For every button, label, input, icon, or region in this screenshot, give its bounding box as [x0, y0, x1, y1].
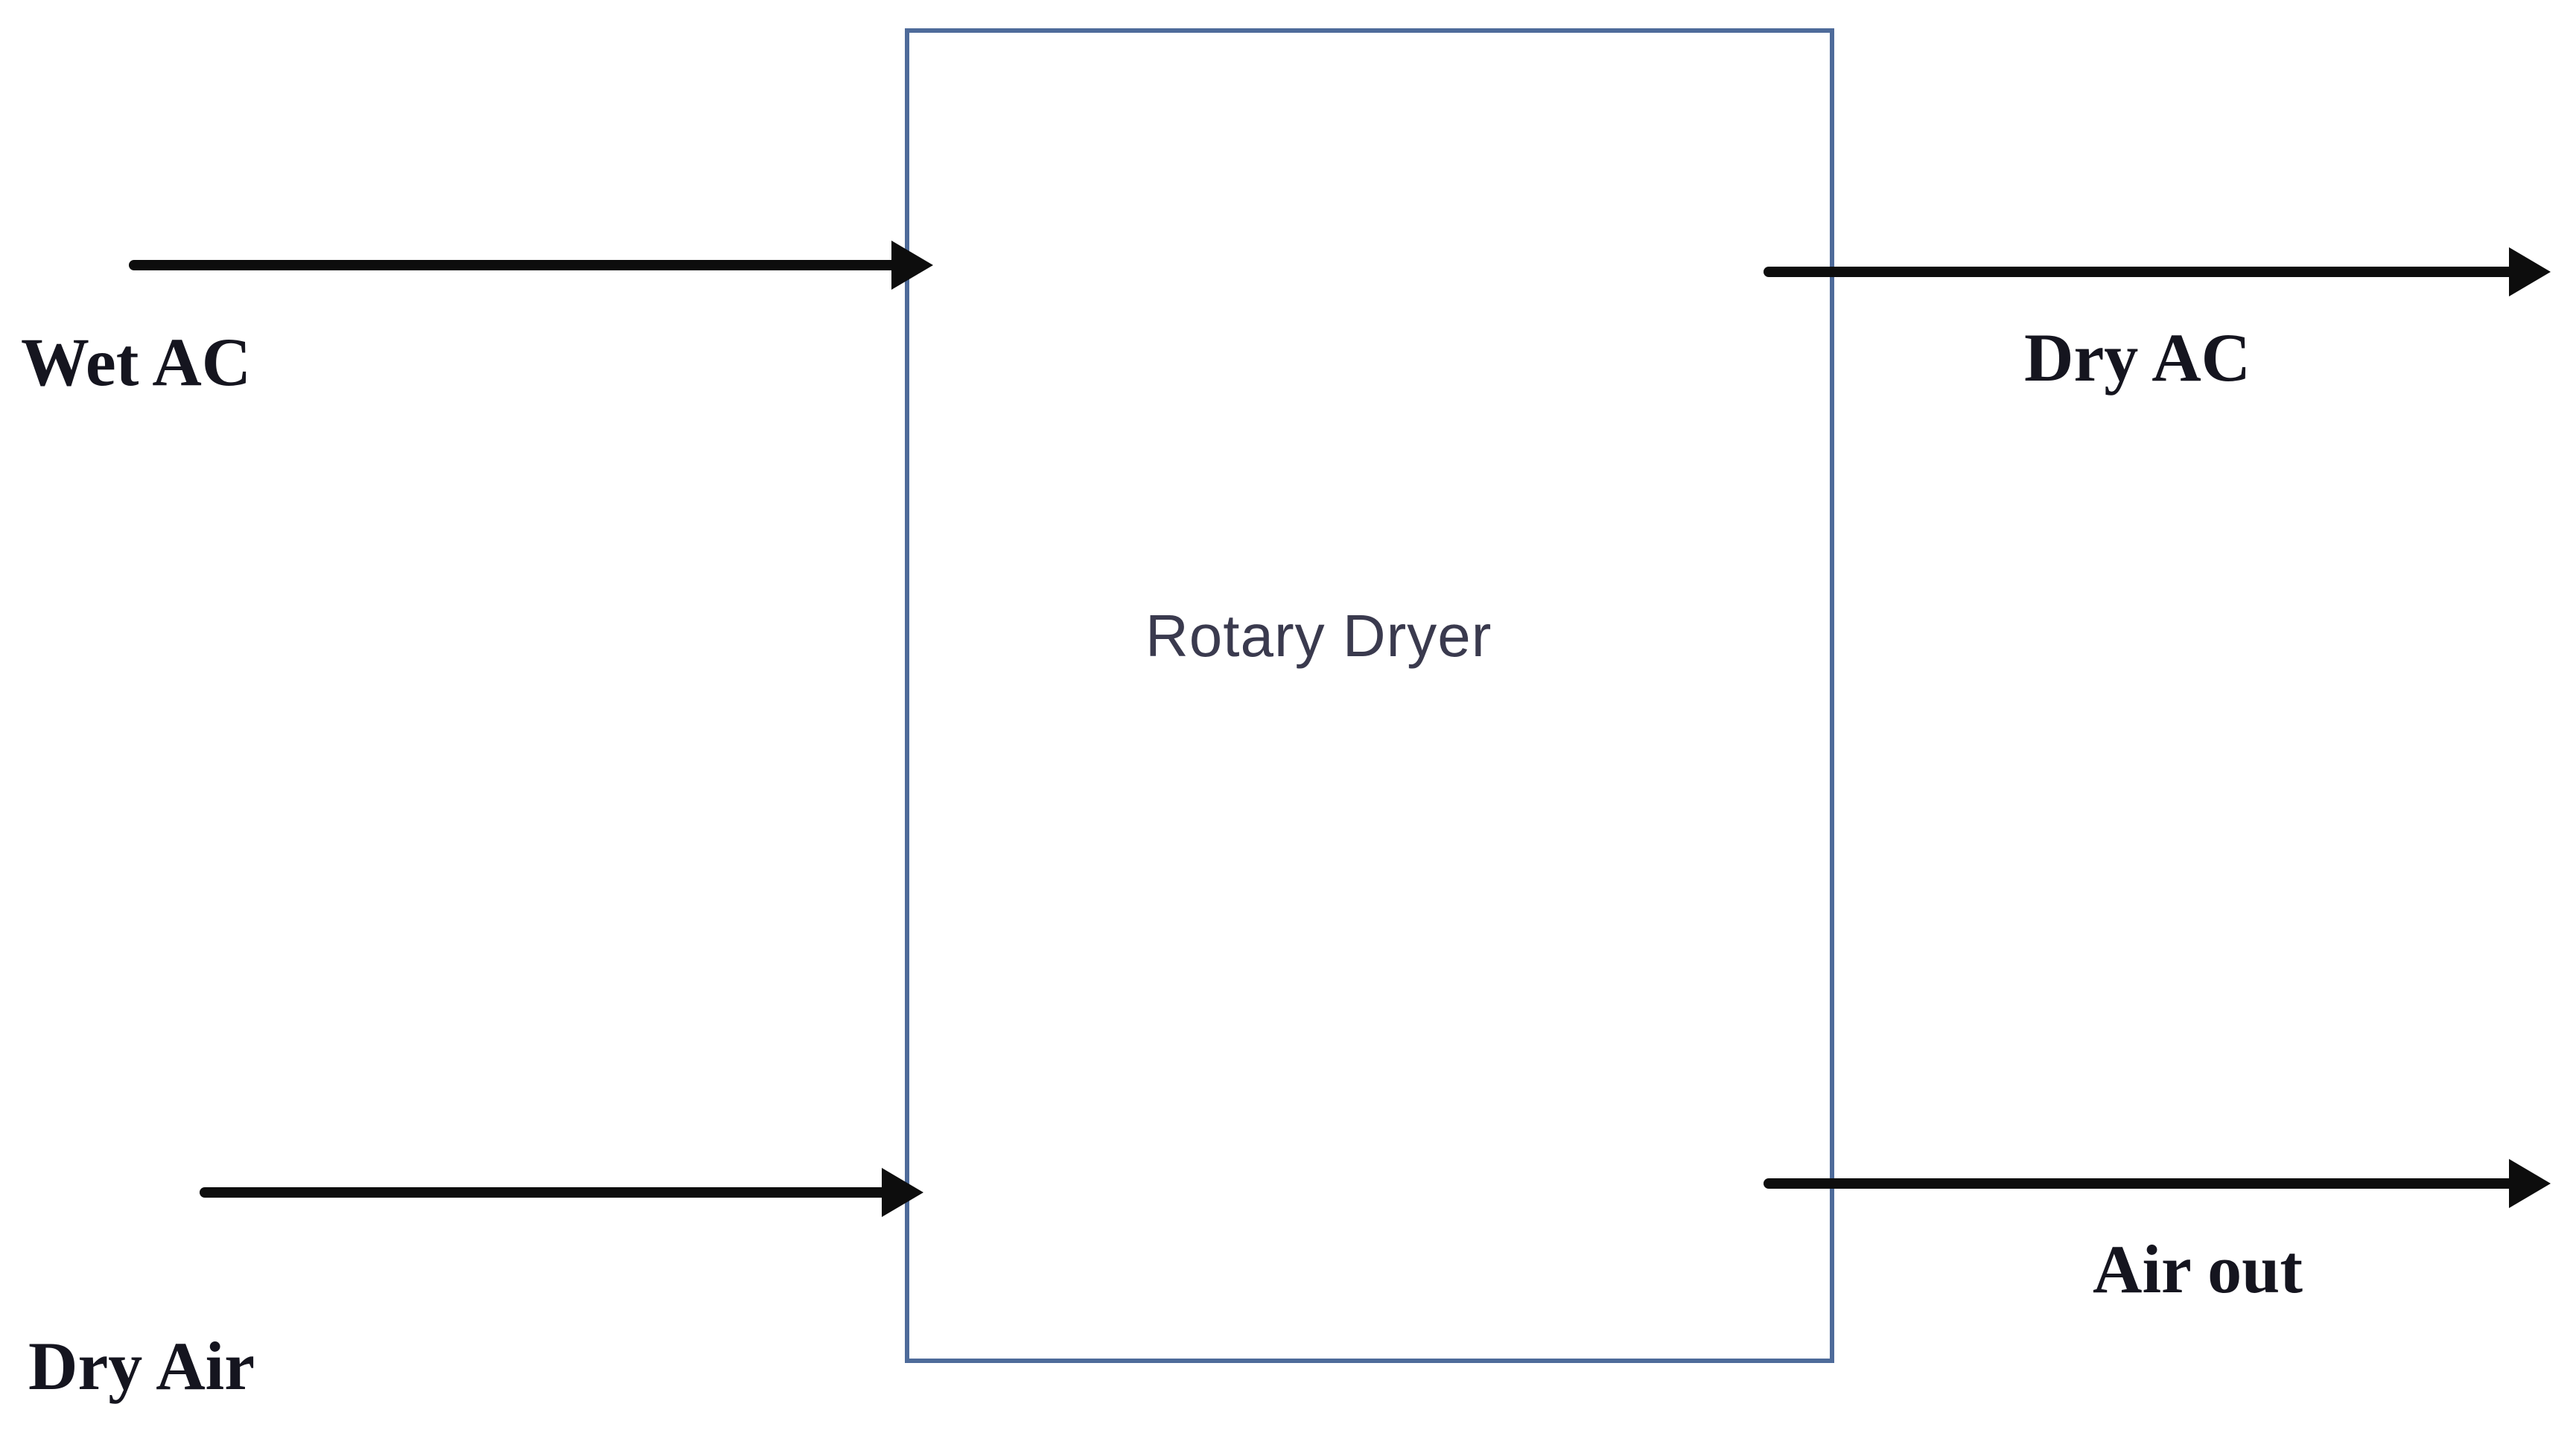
arrow-right-icon — [2509, 247, 2551, 296]
air-out-outlet-arrow — [1764, 1157, 2551, 1210]
arrow-line — [1764, 1178, 2518, 1189]
rotary-dryer-box — [905, 28, 1834, 1363]
dry-air-label: Dry Air — [28, 1328, 255, 1404]
wet-ac-inlet-arrow — [129, 239, 933, 291]
dry-air-inlet-arrow — [200, 1166, 923, 1219]
arrow-right-icon — [882, 1168, 923, 1217]
arrow-right-icon — [891, 241, 933, 290]
air-out-label: Air out — [2093, 1231, 2303, 1307]
dry-ac-outlet-arrow — [1764, 246, 2551, 298]
arrow-line — [129, 260, 900, 270]
arrow-right-icon — [2509, 1159, 2551, 1208]
wet-ac-label: Wet AC — [21, 324, 252, 400]
arrow-line — [1764, 267, 2518, 277]
rotary-dryer-box-label: Rotary Dryer — [1145, 603, 1492, 669]
dry-ac-label: Dry AC — [2024, 320, 2251, 395]
arrow-line — [200, 1187, 891, 1198]
